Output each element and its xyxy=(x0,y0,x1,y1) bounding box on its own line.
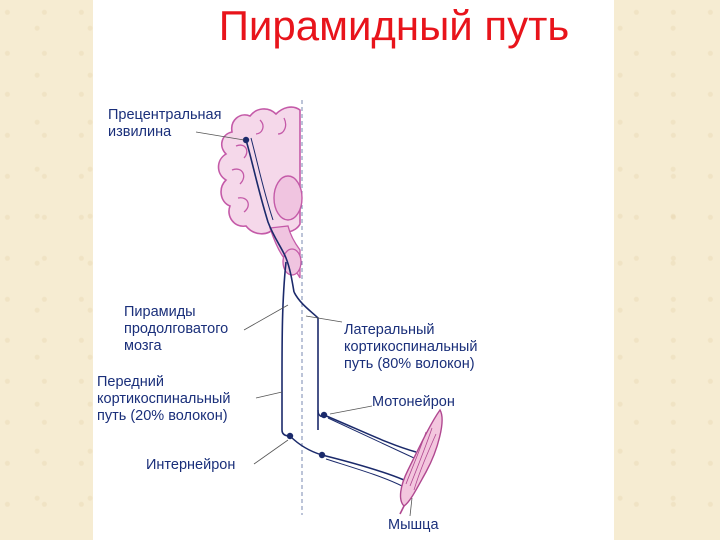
anterior-corticospinal-tract xyxy=(282,262,290,436)
lateral-corticospinal-tract xyxy=(294,292,318,430)
leader-anterior xyxy=(256,392,282,398)
motor-axon-upper-b xyxy=(328,418,414,458)
muscle-tendon xyxy=(400,506,404,514)
motor-axon-lower xyxy=(322,455,404,480)
motor-axon-lower-b xyxy=(326,459,402,486)
label-lateral-tract: Латеральный кортикоспинальный путь (80% … xyxy=(344,322,477,373)
leader-muscle xyxy=(410,498,412,516)
label-motoneuron: Мотонейрон xyxy=(372,394,455,411)
leader-interneuron xyxy=(254,440,288,464)
leader-pyramids xyxy=(244,305,288,330)
interneuron-axon xyxy=(290,436,322,455)
label-muscle: Мышца xyxy=(388,517,439,534)
label-anterior-tract: Передний кортикоспинальный путь (20% вол… xyxy=(97,374,230,425)
label-precentral-gyrus: Прецентральная извилина xyxy=(108,107,221,141)
thalamus-shape xyxy=(274,176,302,220)
leader-motoneuron xyxy=(330,406,372,414)
leader-lateral xyxy=(306,316,342,322)
label-medullary-pyramids: Пирамиды продолговатого мозга xyxy=(124,304,228,355)
motor-axon-upper xyxy=(324,415,416,452)
label-interneuron: Интернейрон xyxy=(146,457,235,474)
